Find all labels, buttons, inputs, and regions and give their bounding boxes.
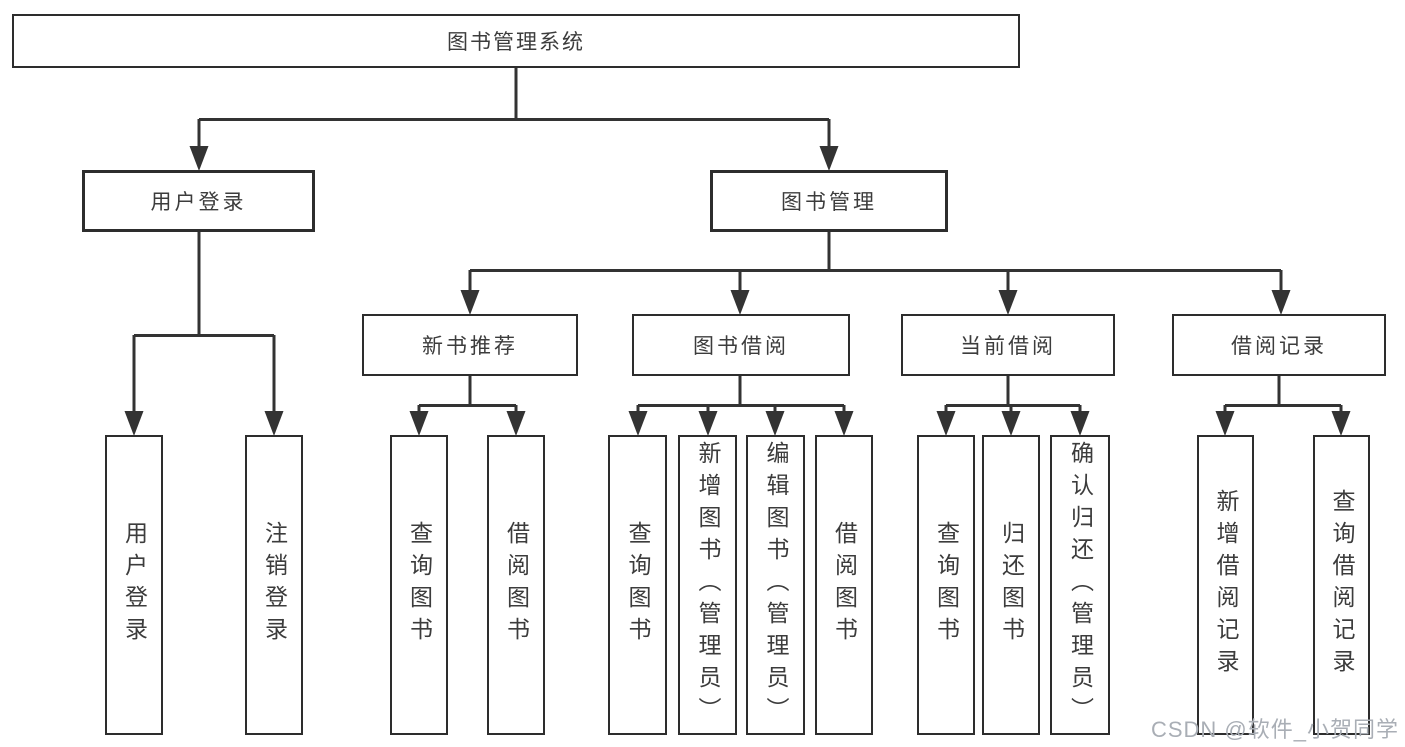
- leaf-logout: 注销登录: [245, 435, 303, 735]
- leaf-edit-books-admin: 编辑图书（管理员）: [746, 435, 805, 735]
- leaf-add-books-admin: 新增图书（管理员）: [678, 435, 737, 735]
- node-user-login: 用户登录: [82, 170, 315, 232]
- leaf-query-books-recommend: 查询图书: [390, 435, 448, 735]
- leaf-add-borrow-record: 新增借阅记录: [1197, 435, 1254, 735]
- leaf-label: 用户登录: [121, 521, 148, 649]
- leaf-query-books-current: 查询图书: [917, 435, 975, 735]
- node-book-borrow: 图书借阅: [632, 314, 850, 376]
- leaf-user-login: 用户登录: [105, 435, 163, 735]
- csdn-watermark: CSDN @软件_小贺同学: [1150, 717, 1399, 742]
- leaf-borrow-books: 借阅图书: [815, 435, 873, 735]
- node-label: 当前借阅: [960, 335, 1056, 358]
- leaf-label: 新增借阅记录: [1213, 489, 1239, 681]
- leaf-label: 查询图书: [406, 521, 433, 649]
- leaf-label: 借阅图书: [503, 521, 530, 649]
- node-borrow-records: 借阅记录: [1172, 314, 1386, 376]
- node-label: 图书管理系统: [447, 31, 585, 54]
- node-label: 图书借阅: [693, 335, 789, 358]
- leaf-query-borrow-record: 查询借阅记录: [1313, 435, 1370, 735]
- leaf-query-books-borrow: 查询图书: [608, 435, 667, 735]
- leaf-label: 查询借阅记录: [1329, 489, 1355, 681]
- node-label: 用户登录: [150, 191, 247, 214]
- leaf-label: 归还图书: [998, 521, 1025, 649]
- leaf-label: 注销登录: [261, 521, 288, 649]
- leaf-label: 借阅图书: [831, 521, 858, 649]
- leaf-borrow-books-recommend: 借阅图书: [487, 435, 545, 735]
- node-current-borrow: 当前借阅: [901, 314, 1115, 376]
- leaf-return-books: 归还图书: [982, 435, 1040, 735]
- leaf-label: 查询图书: [933, 521, 960, 649]
- node-label: 新书推荐: [422, 335, 518, 358]
- node-label: 图书管理: [781, 191, 877, 214]
- node-library-management-system: 图书管理系统: [12, 14, 1020, 68]
- leaf-label: 确认归还（管理员）: [1067, 441, 1094, 729]
- leaf-label: 编辑图书（管理员）: [763, 441, 789, 729]
- leaf-confirm-return-admin: 确认归还（管理员）: [1050, 435, 1110, 735]
- node-label: 借阅记录: [1231, 335, 1327, 358]
- leaf-label: 新增图书（管理员）: [695, 441, 721, 729]
- leaf-label: 查询图书: [625, 521, 651, 649]
- node-new-book-recommend: 新书推荐: [362, 314, 578, 376]
- node-book-management: 图书管理: [710, 170, 948, 232]
